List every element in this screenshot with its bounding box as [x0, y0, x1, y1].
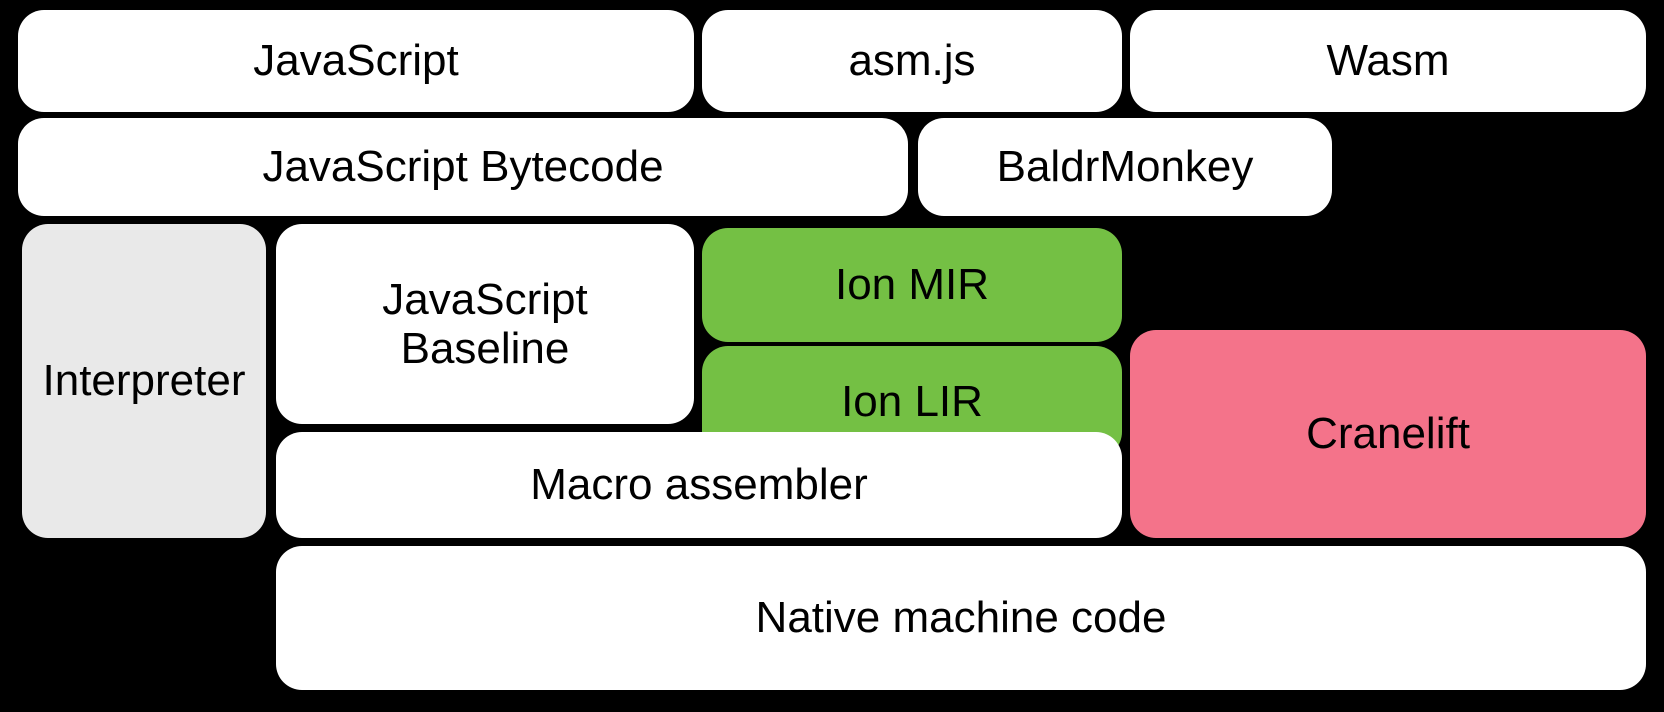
node-interpreter[interactable]: Interpreter	[22, 224, 266, 538]
node-cranelift[interactable]: Cranelift	[1130, 330, 1646, 538]
node-macro-assembler[interactable]: Macro assembler	[276, 432, 1122, 538]
node-native-machine-code[interactable]: Native machine code	[276, 546, 1646, 690]
node-js-bytecode[interactable]: JavaScript Bytecode	[18, 118, 908, 216]
node-ion-mir[interactable]: Ion MIR	[702, 228, 1122, 342]
node-javascript-baseline[interactable]: JavaScript Baseline	[276, 224, 694, 424]
node-javascript[interactable]: JavaScript	[18, 10, 694, 112]
node-wasm[interactable]: Wasm	[1130, 10, 1646, 112]
node-asmjs[interactable]: asm.js	[702, 10, 1122, 112]
node-baldrmonkey[interactable]: BaldrMonkey	[918, 118, 1332, 216]
